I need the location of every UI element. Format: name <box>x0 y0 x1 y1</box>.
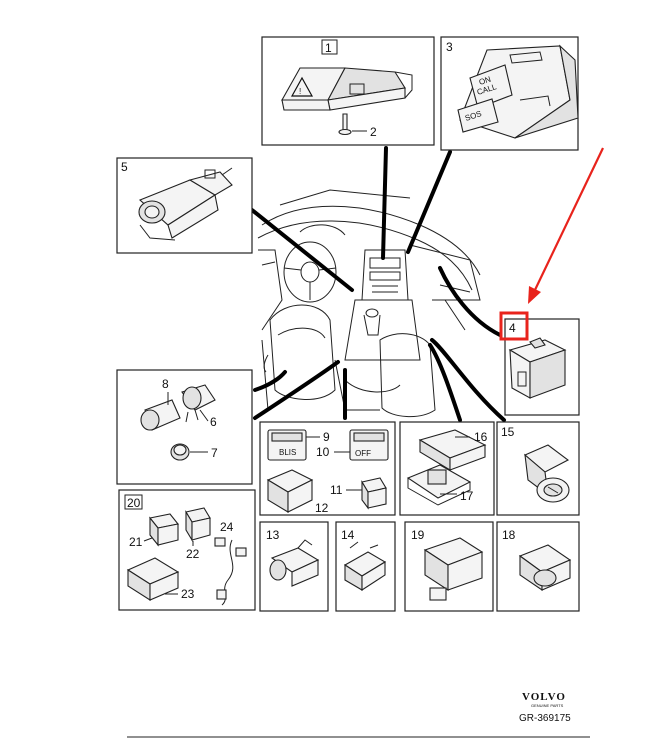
blis-button: BLIS <box>267 429 307 461</box>
part-box-1: 1 ! 2 <box>261 36 435 146</box>
module-19 <box>423 537 484 601</box>
callout-10: 10 <box>316 445 330 459</box>
off-button: OFF <box>349 429 389 461</box>
blis-label: BLIS <box>279 448 296 457</box>
knob-switch-15 <box>523 444 570 503</box>
callout-20: 20 <box>127 496 141 510</box>
callout-7: 7 <box>211 446 218 460</box>
callout-6: 6 <box>210 415 217 429</box>
part-box-3: 3 ON CALL SOS <box>440 36 579 151</box>
svg-text:!: ! <box>299 87 301 96</box>
housing-23 <box>126 557 180 602</box>
callout-3: 3 <box>446 40 453 54</box>
callout-24: 24 <box>220 520 234 534</box>
pointer-arrow <box>528 147 604 304</box>
part-box-19: 19 <box>404 521 494 612</box>
sensor-14 <box>343 541 387 592</box>
part-box-6-7-8: 8 6 7 <box>116 369 253 485</box>
wiring-24 <box>214 537 247 606</box>
part-box-13: 13 <box>259 521 329 612</box>
callout-1: 1 <box>325 41 332 55</box>
callout-21: 21 <box>129 535 143 549</box>
socket-part-6 <box>181 384 216 423</box>
callout-4: 4 <box>509 321 516 335</box>
cap-part-7 <box>170 443 190 461</box>
sensor-13 <box>269 539 320 587</box>
callout-18: 18 <box>502 528 516 542</box>
callout-15: 15 <box>501 425 515 439</box>
callout-23: 23 <box>181 587 195 601</box>
switch-part-4 <box>508 337 567 399</box>
switch-11 <box>361 477 387 510</box>
module-18 <box>518 544 572 592</box>
part-box-16-17: 16 17 <box>399 421 495 516</box>
reference-number: GR-369175 <box>519 713 571 724</box>
ignition-lock <box>138 167 233 241</box>
highlight-frame <box>499 311 529 341</box>
off-label: OFF <box>355 449 371 458</box>
switch-housing-12 <box>266 469 314 513</box>
callout-2: 2 <box>370 125 377 139</box>
part-box-15: 15 <box>496 421 580 516</box>
module-16-17 <box>406 429 487 506</box>
connection-lines <box>250 146 506 422</box>
callout-13: 13 <box>266 528 280 542</box>
part-box-18: 18 <box>496 521 580 612</box>
on-label: ON <box>478 75 492 87</box>
part-box-14: 14 <box>335 521 396 612</box>
part-box-9-12: BLIS 9 OFF 10 12 11 <box>259 421 396 516</box>
screw <box>338 113 352 136</box>
callout-17: 17 <box>460 489 474 503</box>
callout-11: 11 <box>330 483 343 497</box>
socket-part-8 <box>140 399 181 431</box>
volvo-logo: VOLVO <box>522 691 566 703</box>
callout-5: 5 <box>121 160 128 174</box>
switch-22 <box>185 507 211 542</box>
genuine-parts-label: GENUINE PARTS <box>531 703 564 708</box>
part-box-4[interactable]: 4 <box>499 311 580 416</box>
callout-16: 16 <box>474 430 488 444</box>
hazard-switch: ! <box>281 67 413 111</box>
callout-9: 9 <box>323 430 330 444</box>
callout-14: 14 <box>341 528 355 542</box>
on-call-sos-module: ON CALL SOS <box>457 44 579 139</box>
callout-12: 12 <box>315 501 329 515</box>
callout-8: 8 <box>162 377 169 391</box>
callout-22: 22 <box>186 547 200 561</box>
part-box-20-24: 20 21 22 24 23 <box>118 489 256 611</box>
footer: VOLVO GENUINE PARTS GR-369175 <box>127 691 590 738</box>
part-box-5: 5 <box>116 157 253 254</box>
callout-19: 19 <box>411 528 425 542</box>
switch-21 <box>149 513 179 547</box>
